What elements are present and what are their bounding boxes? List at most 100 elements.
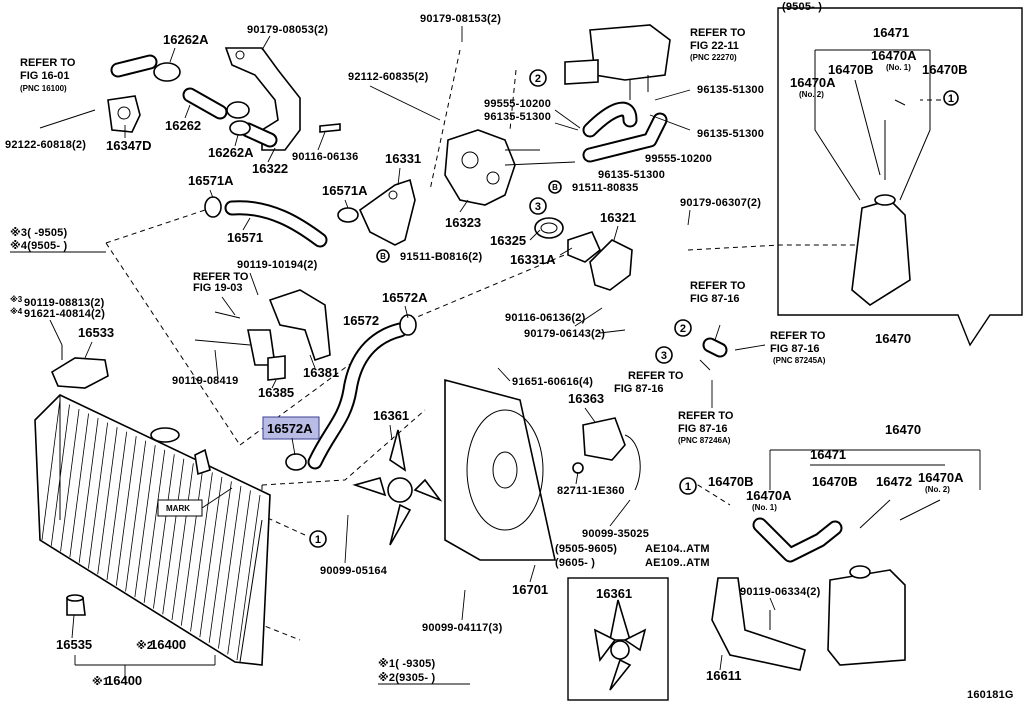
callout-3: 3	[535, 201, 541, 213]
fan-inset	[567, 577, 669, 701]
label-90179-06143: 90179-06143(2)	[524, 328, 605, 340]
callout-2: 2	[535, 73, 541, 85]
label-16321: 16321	[600, 210, 636, 225]
label-16470B: 16470B	[708, 474, 754, 489]
label-90119-08419: 90119-08419	[172, 375, 238, 387]
footnotes: ※3( -9505) ※4(9505- ) ※3 ※4 ※1( -9305) ※…	[10, 227, 710, 688]
label-16571A: 16571A	[322, 183, 368, 198]
label-91511-B0816: 91511-B0816(2)	[400, 251, 482, 263]
label-96135-51300: 96135-51300	[697, 128, 764, 140]
thermostat	[534, 217, 633, 291]
model2-desc: AE109..ATM	[645, 557, 710, 569]
label-16470B: 16470B	[812, 474, 858, 489]
radiator-fin	[218, 485, 242, 649]
reservoir-inset	[777, 7, 1023, 347]
label-16533: 16533	[78, 325, 114, 340]
label-16572: 16572	[343, 313, 379, 328]
ref-87-16b-line1[interactable]: REFER TO	[770, 330, 826, 342]
water-outlet-16323	[444, 129, 576, 206]
label-16571: 16571	[227, 230, 263, 245]
note-star1-prefix: ※1	[92, 676, 109, 688]
radiator-fin	[199, 476, 223, 638]
callout-markers: 2 3 1 2 3 1 1 B B	[309, 69, 959, 548]
ref-87-16a-line2[interactable]: FIG 87-16	[690, 293, 740, 305]
ref-87-16c-line2[interactable]: FIG 87-16	[614, 383, 664, 395]
label-16470A: 16470A	[918, 470, 964, 485]
label-16400: 16400	[106, 673, 142, 688]
label-16572A-highlighted[interactable]: 16572A	[267, 421, 313, 436]
label-90099-05164: 90099-05164	[320, 565, 388, 577]
label-16331A: 16331A	[510, 252, 556, 267]
mark-label: MARK	[166, 504, 190, 513]
label-16472: 16472	[876, 474, 912, 489]
vsv-valve	[564, 24, 671, 100]
label-16571A: 16571A	[188, 173, 234, 188]
leader-lines	[49, 26, 776, 680]
ref-19-03-line2[interactable]: FIG 19-03	[193, 282, 243, 294]
radiator-fin	[190, 472, 213, 632]
ref-16-01-line1[interactable]: REFER TO	[20, 57, 76, 69]
water-inlet-16331	[358, 178, 416, 246]
label-16470B-inset: 16470B	[828, 62, 874, 77]
ref-87-16d-line1[interactable]: REFER TO	[678, 410, 734, 422]
inset-range-note: (9505- )	[782, 1, 822, 13]
fan-16361	[352, 429, 443, 546]
group-bracket-16470	[769, 449, 981, 490]
radiator-fin	[125, 440, 147, 592]
label-90179-06307: 90179-06307(2)	[680, 197, 761, 209]
ref-22-11-line1[interactable]: REFER TO	[690, 27, 746, 39]
radiator-fin	[97, 427, 118, 575]
hose-16572	[285, 314, 417, 471]
label-16325: 16325	[490, 233, 526, 248]
fan-motor-16363	[572, 417, 641, 491]
callout-b: B	[380, 252, 386, 261]
callout-b: B	[552, 183, 558, 192]
label-no1-inset: (No. 1)	[886, 63, 911, 72]
radiator-16400	[34, 394, 271, 666]
radiator-fin	[162, 458, 185, 615]
label-16470B-inset: 16470B	[922, 62, 968, 77]
model1-range: (9505-9605)	[555, 543, 617, 555]
ref-87-16d-line2[interactable]: FIG 87-16	[678, 423, 728, 435]
fan-shroud-16711	[444, 378, 556, 561]
label-99555-10200: 99555-10200	[645, 153, 712, 165]
note-star4: ※4(9505- )	[10, 240, 67, 252]
note-star4-short: ※4	[10, 306, 23, 316]
ref-87-16b-line3: (PNC 87245A)	[773, 356, 826, 365]
ref-16-01-line3: (PNC 16100)	[20, 84, 67, 93]
callout-1: 1	[948, 93, 954, 105]
label-90119-06334: 90119-06334(2)	[740, 586, 821, 598]
radiator-fin	[236, 494, 261, 661]
label-16471-inset: 16471	[873, 25, 909, 40]
label-16381: 16381	[303, 365, 339, 380]
callout-3: 3	[661, 350, 667, 362]
label-16611: 16611	[706, 668, 741, 683]
highlighted-part-box[interactable]	[262, 416, 320, 440]
label-no2-inset: (No. 2)	[799, 90, 824, 99]
note-star2-bottom: ※2(9305- )	[378, 672, 435, 684]
label-16361: 16361	[373, 408, 409, 423]
label-90116-06136: 90116-06136(2)	[505, 312, 586, 324]
label-96135-51300: 96135-51300	[484, 111, 551, 123]
ref-87-16b-line2[interactable]: FIG 87-16	[770, 343, 820, 355]
label-16262A: 16262A	[163, 32, 209, 47]
note-star3: ※3( -9505)	[10, 227, 67, 239]
label-16470A-inset: 16470A	[871, 48, 917, 63]
upper-hoses	[39, 47, 341, 151]
part-labels: 16262A 90179-08053(2) 90179-08153(2) 162…	[5, 1, 1013, 701]
ref-16-01-line2[interactable]: FIG 16-01	[20, 70, 70, 82]
label-90119-08813: 90119-08813(2)	[24, 297, 105, 309]
label-16331: 16331	[385, 151, 421, 166]
label-96135-51300: 96135-51300	[598, 169, 665, 181]
radiator-fin	[78, 418, 99, 563]
reference-notes[interactable]: REFER TO FIG 16-01 (PNC 16100) REFER TO …	[20, 27, 826, 445]
reference-lines	[649, 89, 766, 408]
ref-87-16a-line1[interactable]: REFER TO	[690, 280, 746, 292]
ref-19-03-line1[interactable]: REFER TO	[193, 271, 249, 283]
label-16471: 16471	[810, 447, 846, 462]
ref-22-11-line2[interactable]: FIG 22-11	[690, 40, 739, 52]
ref-87-16c-line1[interactable]: REFER TO	[628, 370, 684, 382]
label-16701: 16701	[512, 582, 548, 597]
bracket-16611	[711, 577, 806, 671]
